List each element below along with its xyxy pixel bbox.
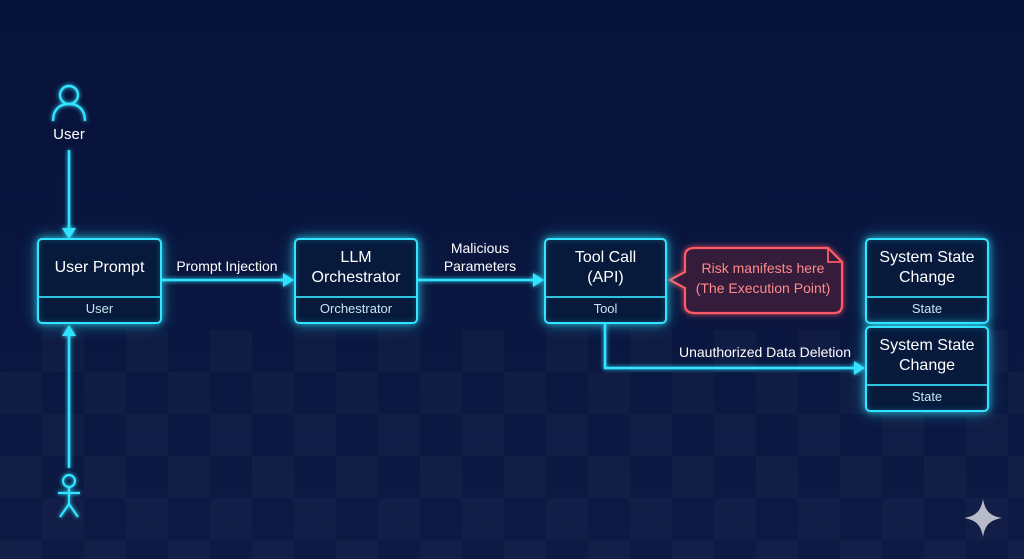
node-subtitle: User [85, 300, 114, 316]
edge-tool-to-state [603, 324, 858, 370]
node-user-prompt[interactable]: User Prompt User [37, 238, 162, 324]
edge-label-prompt-injection: Prompt Injection [176, 258, 278, 274]
node-title: Tool Call (API) [546, 240, 665, 298]
node-subtitle: Tool [593, 300, 618, 316]
edge-label-unauthorized-deletion: Unauthorized Data Deletion [679, 344, 851, 360]
arrowhead-state [854, 361, 865, 375]
arrowhead-prompt-bottom [62, 325, 76, 336]
arrowhead-tool [533, 273, 544, 287]
node-title: System State Change [867, 240, 987, 298]
node-llm-orchestrator[interactable]: LLM Orchestrator Orchestrator [294, 238, 418, 324]
risk-callout-bubble [667, 246, 844, 315]
stick-figure-icon [58, 473, 80, 518]
node-tool-call[interactable]: Tool Call (API) Tool [544, 238, 667, 324]
arrowhead-llm [283, 273, 294, 287]
node-subtitle: Orchestrator [319, 300, 393, 316]
node-system-state-2[interactable]: System State Change State [865, 326, 989, 412]
node-subtitle: State [911, 388, 943, 404]
risk-callout-text: Risk manifests here (The Execution Point… [695, 260, 831, 296]
node-system-state-1[interactable]: System State Change State [865, 238, 989, 324]
node-title: User Prompt [39, 240, 160, 298]
node-title: System State Change [867, 328, 987, 386]
sparkle-icon [964, 499, 1002, 537]
actor-label-user: User [53, 126, 85, 143]
arrowhead-prompt-top [62, 228, 76, 239]
edge-label-malicious-parameters: Malicious Parameters [443, 240, 517, 274]
callout-fold [827, 248, 842, 263]
user-avatar-icon [51, 84, 87, 122]
node-title: LLM Orchestrator [296, 240, 416, 298]
node-subtitle: State [911, 300, 943, 316]
